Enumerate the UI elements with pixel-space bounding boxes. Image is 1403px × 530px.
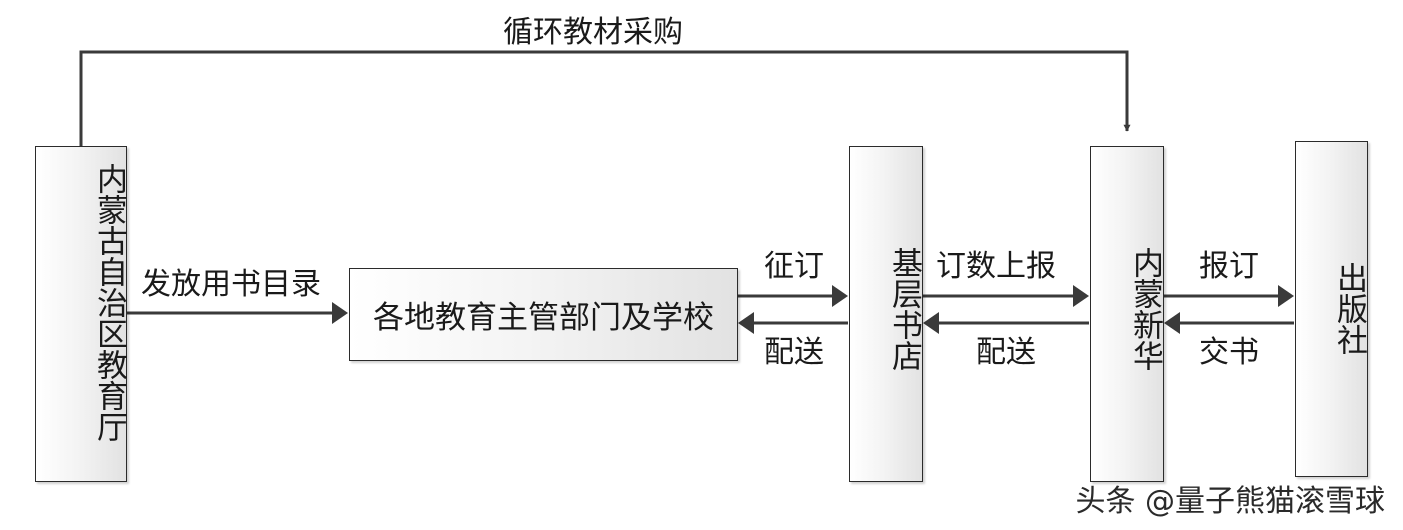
order-arrowhead — [832, 285, 848, 307]
node-schools-label: 各地教育主管部门及学校 — [373, 300, 714, 336]
label-order: 征订 — [764, 249, 824, 284]
watermark-text: 头条 @量子熊猫滚雪球 — [1075, 484, 1385, 519]
label-hand-over: 交书 — [1199, 335, 1259, 370]
deliver-store-arrowhead — [923, 312, 939, 334]
node-edu-dept: 内蒙古自治区教育厅 — [35, 146, 127, 482]
cycle-purchase-arrow — [79, 50, 1131, 146]
issue-catalog-arrowhead — [332, 302, 348, 324]
label-deliver-school: 配送 — [764, 335, 824, 370]
label-report-order: 报订 — [1199, 249, 1259, 284]
report-order-arrowhead — [1278, 285, 1294, 307]
label-issue-catalog: 发放用书目录 — [141, 267, 321, 302]
node-bookstore: 基层书店 — [849, 146, 923, 482]
node-bookstore-label: 基层书店 — [886, 247, 922, 371]
node-xinhua: 内蒙新华 — [1090, 146, 1164, 482]
hand-over-arrowhead — [1164, 312, 1180, 334]
node-xinhua-label: 内蒙新华 — [1127, 247, 1163, 371]
node-edu-dept-label: 内蒙古自治区教育厅 — [91, 163, 127, 442]
node-publisher: 出版社 — [1295, 141, 1368, 477]
node-publisher-label: 出版社 — [1331, 262, 1367, 355]
deliver-school-arrowhead — [738, 312, 754, 334]
label-cycle-purchase: 循环教材采购 — [503, 15, 683, 50]
node-schools: 各地教育主管部门及学校 — [349, 268, 738, 361]
label-deliver-store: 配送 — [976, 335, 1036, 370]
report-count-arrowhead — [1073, 285, 1089, 307]
label-report-count: 订数上报 — [936, 249, 1056, 284]
